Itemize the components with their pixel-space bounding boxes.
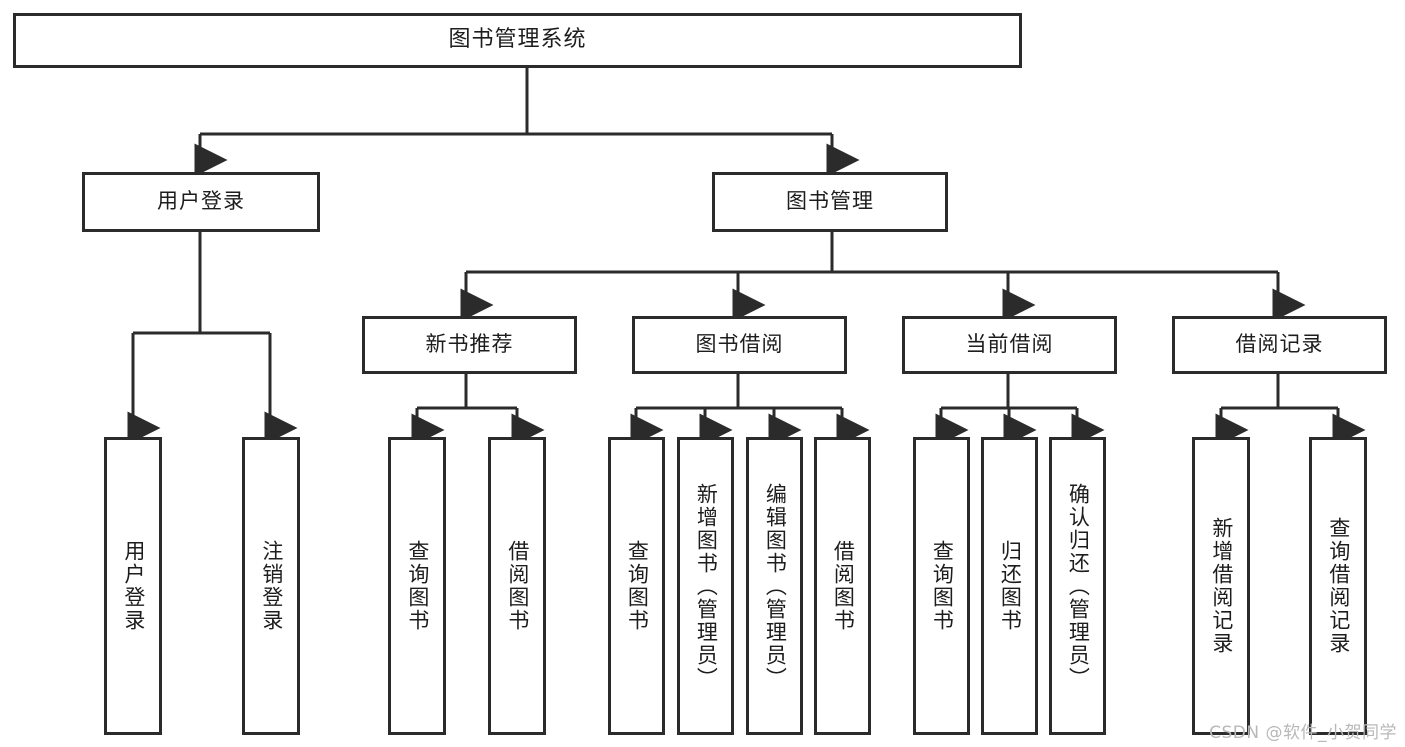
- watermark-text: CSDN @软件_小贺同学: [1209, 723, 1397, 743]
- leaf-label: 查询图书: [405, 540, 430, 632]
- leaf-label: 借阅图书: [831, 540, 856, 632]
- leaf-label: 编辑图书（管理员）: [763, 482, 788, 690]
- leaf-label: 归还图书: [998, 540, 1023, 632]
- leaf-query-book-current[interactable]: 查询图书: [913, 437, 970, 735]
- leaf-return-book[interactable]: 归还图书: [981, 437, 1038, 735]
- node-user-login[interactable]: 用户登录: [82, 172, 320, 232]
- leaf-label: 查询图书: [625, 540, 650, 632]
- leaf-user-logout[interactable]: 注销登录: [242, 437, 300, 735]
- node-new-book-recommend[interactable]: 新书推荐: [362, 316, 577, 374]
- leaf-user-login[interactable]: 用户登录: [104, 437, 162, 735]
- leaf-query-book-borrow[interactable]: 查询图书: [608, 437, 665, 735]
- leaf-label: 查询图书: [930, 540, 955, 632]
- node-book-management[interactable]: 图书管理: [712, 172, 948, 232]
- node-current-borrow[interactable]: 当前借阅: [902, 316, 1117, 374]
- leaf-label: 新增图书（管理员）: [694, 482, 719, 690]
- node-borrow-record[interactable]: 借阅记录: [1172, 316, 1387, 374]
- leaf-add-book-admin[interactable]: 新增图书（管理员）: [677, 437, 734, 735]
- leaf-query-borrow-record[interactable]: 查询借阅记录: [1309, 437, 1367, 735]
- leaf-label: 借阅图书: [505, 540, 530, 632]
- node-book-borrow[interactable]: 图书借阅: [632, 316, 847, 374]
- leaf-label: 新增借阅记录: [1209, 517, 1234, 655]
- leaf-borrow-book-recommend[interactable]: 借阅图书: [488, 437, 546, 735]
- leaf-label: 查询借阅记录: [1326, 517, 1351, 655]
- leaf-label: 用户登录: [121, 540, 146, 632]
- node-root-system[interactable]: 图书管理系统: [13, 13, 1022, 68]
- leaf-add-borrow-record[interactable]: 新增借阅记录: [1192, 437, 1250, 735]
- leaf-confirm-return-admin[interactable]: 确认归还（管理员）: [1049, 437, 1106, 735]
- leaf-query-book-recommend[interactable]: 查询图书: [388, 437, 446, 735]
- leaf-label: 注销登录: [259, 540, 284, 632]
- leaf-label: 确认归还（管理员）: [1066, 482, 1091, 690]
- leaf-edit-book-admin[interactable]: 编辑图书（管理员）: [746, 437, 803, 735]
- leaf-borrow-book[interactable]: 借阅图书: [814, 437, 871, 735]
